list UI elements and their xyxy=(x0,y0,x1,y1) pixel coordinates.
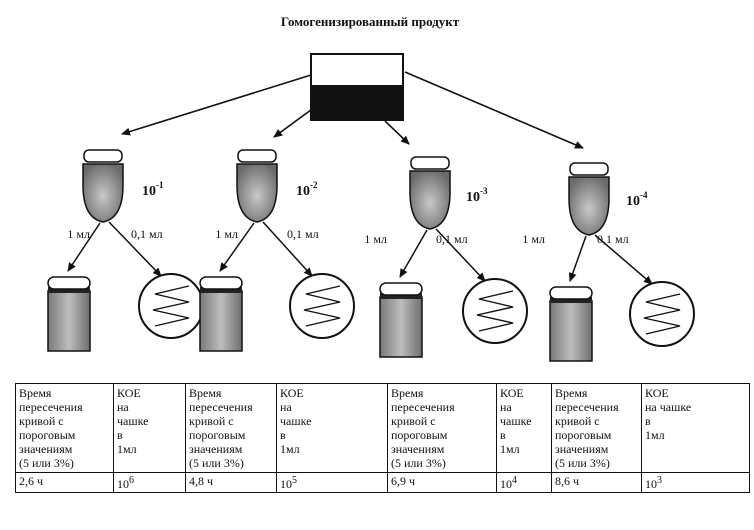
value-time-4: 8,6 ч xyxy=(551,472,642,493)
value-cfu-2: 105 xyxy=(276,472,388,493)
dilution-group-1: 10-1 1 мл 0,1 мл xyxy=(47,149,204,352)
value-cfu-3: 104 xyxy=(496,472,552,493)
value-time-1: 2,6 ч xyxy=(15,472,114,493)
volume-label-tube: 1 мл xyxy=(215,227,238,241)
value-time-2: 4,8 ч xyxy=(185,472,277,493)
tube-to-sample-arrows xyxy=(219,221,313,277)
header-cfu-4: КОЕ на чашке в 1мл xyxy=(641,383,750,473)
header-crossing-time-4: Время пересечения кривой с пороговым зна… xyxy=(551,383,642,473)
tube-to-sample-arrows xyxy=(568,234,653,285)
cfu-exponent: 6 xyxy=(129,475,134,486)
culture-vial xyxy=(379,282,423,358)
petri-dish xyxy=(138,273,204,339)
petri-dish xyxy=(629,281,695,347)
header-crossing-time-2: Время пересечения кривой с пороговым зна… xyxy=(185,383,277,473)
dilution-tube xyxy=(236,149,278,223)
dilution-group-2: 10-2 1 мл 0,1 мл xyxy=(199,149,355,352)
volume-label-plate: 0,1 мл xyxy=(131,227,163,241)
streak-zigzag xyxy=(476,290,514,332)
cfu-exponent: 5 xyxy=(292,475,297,486)
homogenized-product-container xyxy=(310,53,404,121)
dilution-label: 10-1 xyxy=(142,180,164,199)
cfu-base: 10 xyxy=(645,477,657,491)
header-cfu-3: КОЕ на чашке в 1мл xyxy=(496,383,552,473)
dilution-label: 10-3 xyxy=(466,186,488,205)
dilution-diagram: Гомогенизированный продукт 10-1 1 мл 0,1 м… xyxy=(47,14,695,362)
transfer-arrows xyxy=(121,71,584,149)
value-cfu-4: 103 xyxy=(641,472,750,493)
dilution-exponent: -2 xyxy=(310,180,318,190)
value-cfu-1: 106 xyxy=(113,472,186,493)
dilution-tube xyxy=(568,162,610,236)
header-crossing-time-3: Время пересечения кривой с пороговым зна… xyxy=(387,383,497,473)
cfu-base: 10 xyxy=(117,477,129,491)
header-cfu-1: КОЕ на чашке в 1мл xyxy=(113,383,186,473)
dilution-tube xyxy=(82,149,124,223)
cfu-base: 10 xyxy=(500,477,512,491)
dilution-label: 10-4 xyxy=(626,190,648,209)
dilution-label: 10-2 xyxy=(296,180,318,199)
volume-label-plate: 0,1 мл xyxy=(436,232,468,246)
header-crossing-time-1: Время пересечения кривой с пороговым зна… xyxy=(15,383,114,473)
cfu-base: 10 xyxy=(280,477,292,491)
value-time-3: 6,9 ч xyxy=(387,472,497,493)
cfu-exponent: 3 xyxy=(657,475,662,486)
dilution-group-4: 10-4 1 мл 0,1 мл xyxy=(522,162,695,362)
volume-label-plate: 0,1 мл xyxy=(287,227,319,241)
dilution-exponent: -4 xyxy=(640,190,648,200)
dilution-exponent: -3 xyxy=(480,186,488,196)
dilution-exponent: -1 xyxy=(156,180,164,190)
table-values-row: 2,6 ч 106 4,8 ч 105 6,9 ч 104 8,6 ч 103 xyxy=(15,472,750,493)
volume-label-tube: 1 мл xyxy=(364,232,387,246)
streak-zigzag xyxy=(152,285,190,327)
petri-dish xyxy=(462,278,528,344)
petri-dish xyxy=(289,273,355,339)
table-header-row: Время пересечения кривой с пороговым зна… xyxy=(15,383,750,473)
dilution-tube xyxy=(409,156,451,230)
streak-zigzag xyxy=(303,285,341,327)
culture-vial xyxy=(199,276,243,352)
streak-zigzag xyxy=(643,293,681,335)
tube-to-sample-arrows xyxy=(67,221,162,277)
dilution-group-3: 10-3 1 мл 0,1 мл xyxy=(364,156,528,358)
culture-vial xyxy=(549,286,593,362)
volume-label-tube: 1 мл xyxy=(522,232,545,246)
diagram-title: Гомогенизированный продукт xyxy=(281,14,460,29)
header-cfu-2: КОЕ на чашке в 1мл xyxy=(276,383,388,473)
results-table: Время пересечения кривой с пороговым зна… xyxy=(15,383,750,493)
volume-label-tube: 1 мл xyxy=(67,227,90,241)
culture-vial xyxy=(47,276,91,352)
cfu-exponent: 4 xyxy=(512,475,517,486)
volume-label-plate: 0,1 мл xyxy=(597,232,629,246)
tube-to-sample-arrows xyxy=(399,228,486,282)
